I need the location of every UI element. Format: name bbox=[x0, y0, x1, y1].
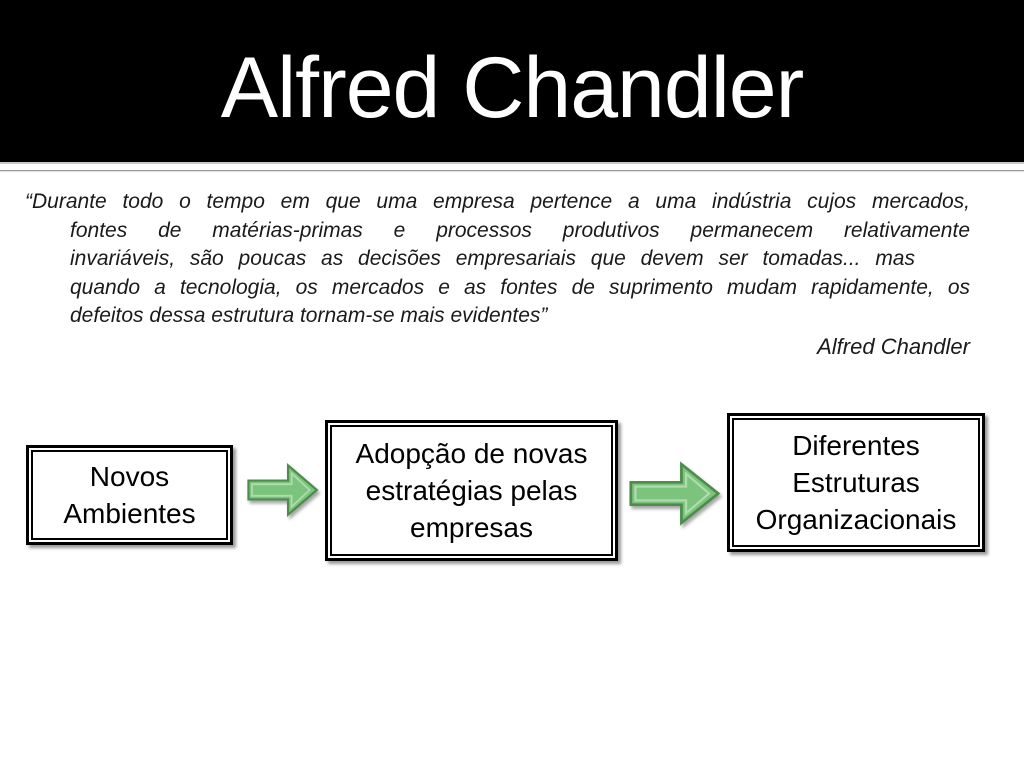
title-underline bbox=[0, 170, 1024, 172]
arrow-right-icon bbox=[247, 462, 319, 518]
flow-box-adopcao-novas-estrategias: Adopção de novas estratégias pelas empre… bbox=[325, 420, 618, 561]
flow-box-label: Adopção de novas estratégias pelas empre… bbox=[330, 425, 613, 556]
quote-line: fontes de matérias-primas e processos pr… bbox=[70, 218, 970, 242]
title-band: Alfred Chandler bbox=[0, 0, 1024, 164]
flow-box-diferentes-estruturas: Diferentes Estruturas Organizacionais bbox=[727, 413, 985, 552]
quote-attribution: Alfred Chandler bbox=[817, 333, 970, 359]
quote-block: “Durante todo o tempo em que uma empresa… bbox=[25, 188, 970, 361]
flow-box-novos-ambientes: Novos Ambientes bbox=[26, 445, 233, 545]
arrow-right-icon bbox=[629, 461, 721, 526]
quote-line: defeitos dessa estrutura tornam-se mais … bbox=[70, 304, 548, 327]
quote-line: quando a tecnologia, os mercados e as fo… bbox=[70, 275, 970, 299]
quote-line: “Durante todo o tempo em que uma empresa… bbox=[25, 190, 970, 213]
quote-line: invariáveis, são poucas as decisões empr… bbox=[70, 247, 915, 270]
flow-box-label: Novos Ambientes bbox=[31, 450, 228, 540]
slide-title: Alfred Chandler bbox=[220, 40, 805, 136]
flow-box-label: Diferentes Estruturas Organizacionais bbox=[732, 418, 980, 547]
